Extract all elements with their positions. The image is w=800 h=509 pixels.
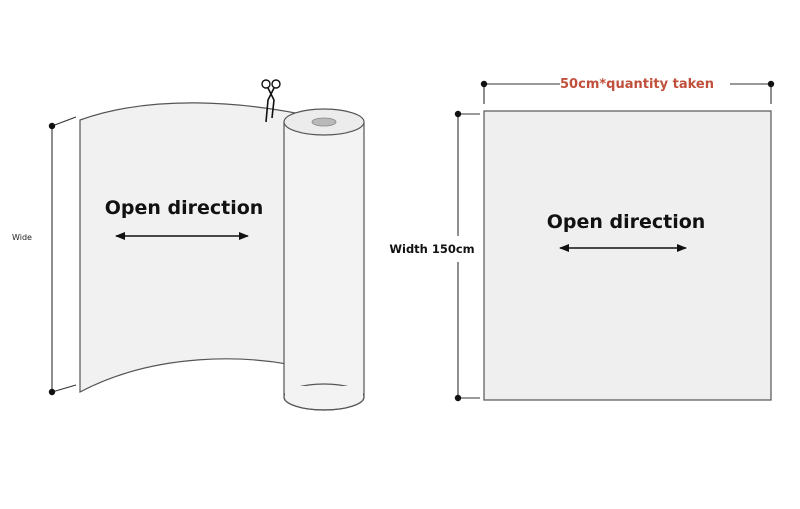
scissors-icon — [261, 79, 281, 123]
open-direction-label: Open direction — [105, 197, 264, 219]
height-label: Wide — [12, 233, 32, 242]
width-dimension — [454, 110, 480, 402]
fabric-roll-cylinder — [283, 108, 365, 411]
open-direction-label: Open direction — [547, 211, 706, 233]
left-panel: Wide Open direction — [12, 79, 365, 411]
right-panel: 50cm*quantity taken Width 150cm Open dir… — [389, 77, 775, 402]
height-dimension — [48, 116, 77, 396]
fabric-piece — [483, 110, 772, 401]
width-label: Width 150cm — [389, 242, 474, 256]
roll-core-hole — [311, 117, 337, 127]
length-dimension — [480, 80, 775, 104]
length-label: 50cm*quantity taken — [560, 77, 714, 92]
